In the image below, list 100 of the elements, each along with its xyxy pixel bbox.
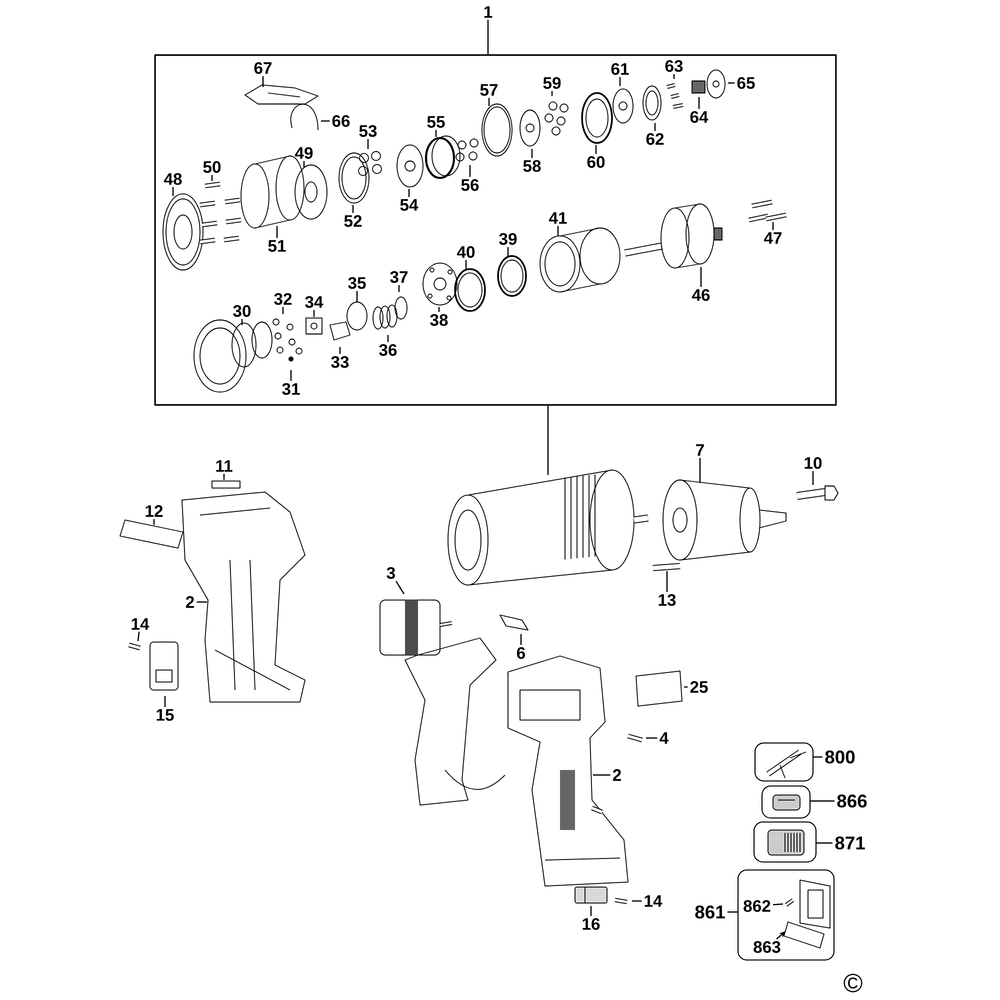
callout-number: 14 [132,618,150,630]
leader-line [684,686,688,688]
leader-line [654,123,656,131]
accessory-box [738,870,835,961]
leader-line [398,285,400,292]
callout-number: 57 [480,84,498,96]
leader-line [520,634,522,645]
accessory-box [761,785,811,819]
assembly-frame [154,54,837,406]
leader-line [814,756,823,758]
leader-line [593,774,610,776]
leader-line [487,20,489,54]
leader-line [728,911,738,913]
leader-line [531,149,533,158]
callout-number: 2 [612,769,621,781]
leader-line [810,800,835,802]
leader-line [290,370,292,381]
callout-number: 67 [254,62,272,74]
leader-line [153,518,155,525]
callout-number: 34 [305,296,324,308]
callout-number: 35 [348,277,366,289]
leader-line [395,580,405,594]
leader-line [595,145,597,154]
callout-number: 14 [644,895,662,907]
motor-switch-drawing [380,600,506,806]
leader-line [164,696,166,708]
callout-number: 7 [696,444,704,456]
leader-line [356,291,358,302]
leader-line [469,165,471,177]
leader-line [352,205,354,213]
callout-number: 862 [744,900,770,912]
callout-number: 58 [523,160,541,172]
leader-line [488,98,490,106]
leader-line [276,226,278,238]
leader-line [408,189,410,198]
case-drawing [784,880,830,948]
callout-number: 6 [516,647,526,659]
callout-number: 4 [660,732,669,744]
callout-number: 2 [186,596,194,608]
leader-line [241,319,243,325]
accessory-box [754,821,817,863]
callout-number: 66 [332,115,350,127]
leader-line [557,226,559,236]
callout-number: 50 [203,161,221,173]
leader-line [211,175,213,181]
callout-number: 41 [548,212,567,224]
callout-number: 3 [386,567,396,579]
accessory-box [754,742,814,782]
leader-line [435,130,437,137]
callout-number: 16 [582,918,600,930]
callout-number: 866 [837,794,867,808]
leader-line [646,737,658,739]
callout-number: 63 [665,60,683,72]
gearbox-drawing [448,470,649,586]
callout-number: 53 [359,125,377,137]
leader-line [313,310,315,317]
callout-number: 52 [344,215,362,227]
callout-number: 15 [156,709,174,721]
callout-number: 12 [146,505,163,517]
callout-number: 46 [692,289,710,301]
leader-line [547,406,549,475]
leader-line [367,139,369,149]
callout-number: 48 [164,173,182,185]
callout-number: 37 [390,271,408,283]
callout-number: 800 [825,750,855,764]
callout-number: 65 [737,77,755,89]
callout-number: 31 [282,383,300,395]
callout-number: 32 [274,293,292,305]
callout-number: 11 [216,460,232,472]
callout-number: 59 [543,77,561,89]
leader-line [282,307,284,314]
callout-number: 62 [646,133,664,145]
callout-number: 54 [400,199,418,211]
callout-number: 61 [611,63,629,75]
callout-number: 10 [804,457,822,469]
callout-number: 1 [484,6,492,18]
leader-line [551,91,553,96]
leader-line [339,347,341,354]
callout-number: 861 [695,906,725,919]
callout-number: 56 [461,179,479,191]
clip-drawing [150,642,178,690]
callout-number: 863 [754,941,780,953]
leader-line [772,222,774,230]
leader-line [321,120,330,122]
callout-number: 60 [587,156,605,168]
callout-number: 64 [690,111,708,123]
leader-line [303,161,305,168]
leader-line [619,77,621,86]
callout-number: 871 [835,836,865,850]
callout-number: 47 [764,232,782,244]
callout-number: 49 [294,147,313,159]
leader-line [465,260,467,269]
leader-line [812,471,814,485]
leader-line [223,474,225,480]
callout-number: 51 [268,240,286,252]
leader-line [816,842,833,844]
leader-line [507,247,509,256]
leader-line [438,307,440,312]
callout-number: 40 [456,246,475,258]
callout-number: 38 [430,314,448,326]
